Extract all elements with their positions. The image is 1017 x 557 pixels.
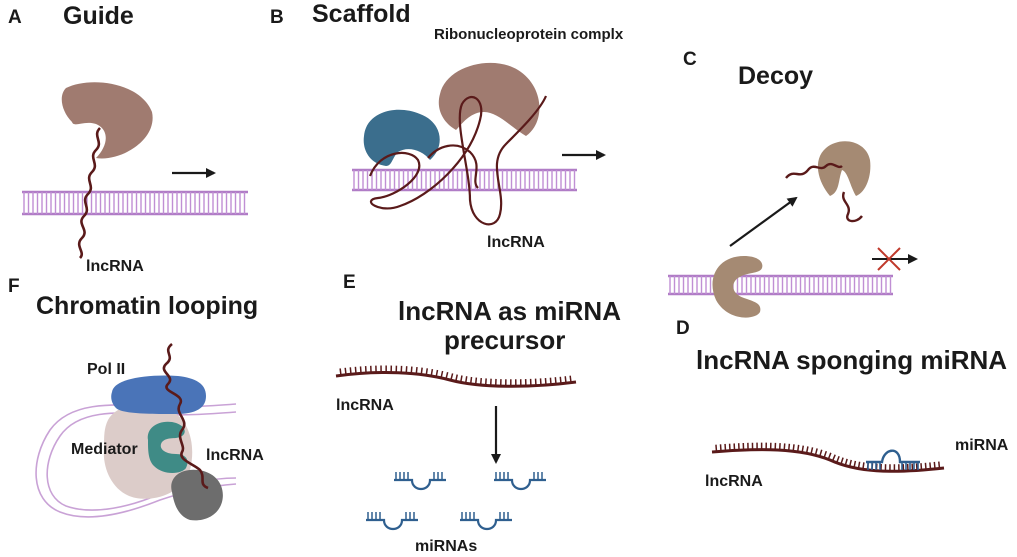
pol-ii-complex (111, 375, 206, 414)
lncrna-scaffold-strand (368, 95, 548, 226)
scaffold-protein-blue (363, 109, 440, 166)
lncrna-label-f: lncRNA (206, 447, 264, 464)
panel-a: A Guide lncRNA (8, 2, 248, 275)
decoy-protein-free (817, 141, 871, 196)
dna-double-helix-a (22, 190, 248, 216)
gray-protein (171, 469, 223, 521)
panel-b-title: Scaffold (312, 0, 411, 28)
panel-d-letter: D (676, 318, 690, 339)
mirna-hairpin-3 (366, 512, 418, 531)
panel-f-letter: F (8, 276, 20, 297)
lncrna-label-b: lncRNA (487, 234, 545, 251)
lncrna-label-e: lncRNA (336, 397, 394, 414)
panel-c: C Decoy (668, 49, 918, 318)
mirna-bound (866, 449, 920, 470)
mirna-hairpin-1 (394, 472, 446, 491)
lncrna-sponge-strand (711, 448, 945, 473)
panel-c-letter: C (683, 49, 697, 70)
panel-f: F Chromatin looping Pol II Mediator lncR… (8, 276, 264, 521)
panel-d: D lncRNA sponging miRNA miRNA lncRNA (676, 318, 1009, 490)
panel-f-title: Chromatin looping (36, 292, 258, 320)
arrow-c (729, 196, 798, 247)
panel-e: E lncRNA as miRNA precursor lncRNA miRNA… (335, 272, 621, 555)
lncrna-strand-f (162, 342, 209, 490)
guide-protein (61, 82, 153, 159)
mirna-hairpin-4 (460, 512, 512, 531)
lncrna-label-d: lncRNA (705, 473, 763, 490)
lncrna-scaffold-strand-2 (427, 144, 479, 189)
mirnas-label-e: miRNAs (415, 538, 477, 555)
panel-a-letter: A (8, 7, 22, 28)
dna-double-helix-c (668, 274, 893, 296)
block-mark-2 (877, 247, 901, 271)
lncrna-label-a: lncRNA (86, 258, 144, 275)
lncrna-sponge-ticks (715, 442, 941, 472)
panel-b: B Scaffold Ribonucleoprotein complx lncR… (270, 0, 624, 251)
mirna-label-d: miRNA (955, 437, 1009, 454)
panel-d-title: lncRNA sponging miRNA (696, 345, 1007, 375)
lncrna-decoy-strand (785, 162, 863, 223)
panel-a-title: Guide (63, 2, 134, 30)
teal-protein (147, 421, 188, 473)
panel-e-title-line2: precursor (444, 325, 565, 355)
panel-b-subtitle: Ribonucleoprotein complx (434, 26, 624, 43)
decoy-protein-on-dna (712, 256, 763, 318)
panel-b-letter: B (270, 7, 284, 28)
panel-e-title-line1: lncRNA as miRNA (398, 296, 621, 326)
panel-c-title: Decoy (738, 62, 813, 90)
mediator-label: Mediator (71, 441, 138, 458)
lncrna-precursor-ticks (339, 365, 572, 387)
pol-ii-label: Pol II (87, 361, 125, 378)
mirna-hairpin-2 (494, 472, 546, 491)
dna-double-helix-b (352, 168, 577, 192)
lncrna-strand-a (77, 127, 102, 259)
panel-e-letter: E (343, 272, 356, 293)
scaffold-protein-brown (438, 62, 540, 136)
